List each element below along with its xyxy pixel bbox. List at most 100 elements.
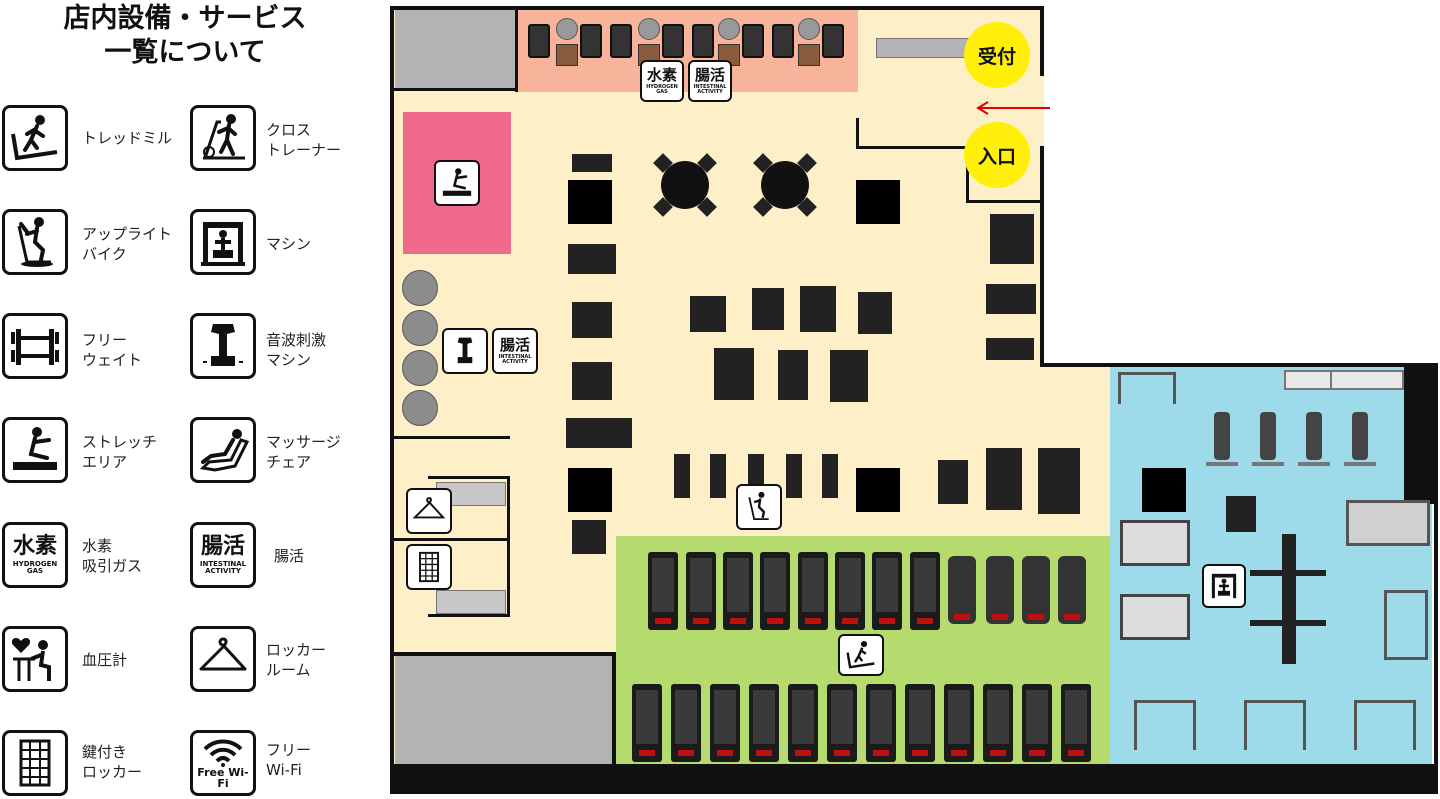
locked-locker-icon bbox=[2, 730, 68, 796]
map-machine-badge bbox=[1202, 564, 1246, 608]
intestinal-badge-main: 腸活 bbox=[200, 533, 245, 559]
stretch-area-icon bbox=[442, 168, 472, 196]
wall-far-right bbox=[1434, 363, 1438, 765]
wifi-icon: Free Wi-Fi bbox=[190, 730, 256, 796]
cross-trainer-icon bbox=[190, 105, 256, 171]
cross-trainer bbox=[1022, 556, 1050, 624]
pillar-right bbox=[1404, 366, 1436, 504]
free-weight-icon bbox=[2, 313, 68, 379]
treadmill bbox=[671, 684, 701, 762]
massage-chair-icon bbox=[190, 417, 256, 483]
massage-chair bbox=[580, 24, 602, 58]
wall-locker-mid bbox=[394, 538, 510, 541]
pillar bbox=[856, 468, 900, 512]
squat-rack bbox=[1244, 700, 1306, 750]
entrance-arrow-icon bbox=[976, 101, 1050, 115]
map-sonic-badge bbox=[442, 328, 488, 374]
reception-counter bbox=[876, 38, 970, 58]
map-hydrogen-main: 水素 bbox=[646, 65, 677, 84]
legend-label-stretch-area: ストレッチ エリア bbox=[82, 433, 158, 471]
hydrogen-gas-icon: 水素 HYDROGEN GAS bbox=[2, 522, 68, 588]
treadmill bbox=[910, 552, 940, 630]
wall-storage-bottom-t bbox=[394, 652, 615, 656]
wall-locker-b bbox=[507, 476, 510, 616]
wall-bottom bbox=[390, 764, 1438, 794]
strength-machine bbox=[990, 214, 1034, 264]
strength-machine bbox=[572, 154, 612, 172]
wall-storage-top-r bbox=[515, 8, 518, 92]
weight-stack bbox=[1344, 412, 1376, 466]
map-hydrogen-badge: 水素 HYDROGEN GAS bbox=[640, 60, 684, 102]
treadmill bbox=[798, 552, 828, 630]
strength-machine bbox=[986, 284, 1036, 314]
strength-machine bbox=[752, 288, 784, 330]
map-intestinal-badge-2: 腸活 INTESTINAL ACTIVITY bbox=[492, 328, 538, 374]
reception-marker: 受付 bbox=[964, 22, 1030, 88]
upright-bike bbox=[822, 454, 838, 498]
strength-machine bbox=[566, 418, 632, 448]
map-locker-room-badge bbox=[406, 488, 452, 534]
strength-machine bbox=[938, 460, 968, 504]
stool bbox=[638, 18, 660, 40]
map-intestinal-sub2-2: ACTIVITY bbox=[502, 358, 528, 365]
upright-bike-icon bbox=[748, 491, 769, 521]
treadmill bbox=[632, 684, 662, 762]
wifi-badge-text: Free Wi-Fi bbox=[197, 766, 249, 790]
side-table bbox=[556, 44, 578, 66]
pillar bbox=[568, 180, 612, 224]
weight-stack bbox=[1206, 412, 1238, 466]
machine-icon bbox=[1211, 573, 1237, 599]
upright-bike bbox=[710, 454, 726, 498]
cross-trainer bbox=[948, 556, 976, 624]
upright-bike-icon bbox=[2, 209, 68, 275]
power-rack bbox=[1120, 594, 1190, 640]
strength-machine bbox=[858, 292, 892, 334]
locked-locker-icon bbox=[419, 551, 439, 583]
sonic-vibration-machine-icon bbox=[190, 313, 256, 379]
treadmill bbox=[827, 684, 857, 762]
entrance-marker: 入口 bbox=[964, 122, 1030, 188]
wall-locker-c bbox=[428, 614, 510, 617]
map-intestinal-sub2: ACTIVITY bbox=[697, 88, 723, 95]
wall-left bbox=[390, 6, 394, 766]
round-pad bbox=[402, 310, 438, 346]
legend-label-massage-chair: マッサージ チェア bbox=[266, 433, 341, 471]
hydrogen-gas-badge-sub: HYDROGEN GAS bbox=[12, 559, 58, 575]
stool bbox=[718, 18, 740, 40]
pillar bbox=[568, 468, 612, 512]
wall-locker-a bbox=[428, 476, 510, 479]
strength-machine bbox=[986, 338, 1034, 360]
map-bike-badge bbox=[736, 484, 782, 530]
stretch-area-icon bbox=[2, 417, 68, 483]
stool bbox=[798, 18, 820, 40]
strength-machine bbox=[1226, 496, 1256, 532]
legend-label-machine: マシン bbox=[266, 235, 312, 253]
treadmill bbox=[1061, 684, 1091, 762]
wall-reception-b bbox=[856, 146, 966, 149]
treadmill bbox=[710, 684, 740, 762]
strength-machine bbox=[714, 348, 754, 400]
weight-stack bbox=[1252, 412, 1284, 466]
locker-bench bbox=[436, 590, 506, 614]
treadmill bbox=[872, 552, 902, 630]
barbell bbox=[1250, 570, 1326, 576]
wall-reception-a bbox=[856, 118, 859, 148]
treadmill bbox=[983, 684, 1013, 762]
treadmill bbox=[760, 552, 790, 630]
legend-title-line2: 一覧について bbox=[104, 37, 266, 68]
intestinal-activity-icon: 腸活 INTESTINAL ACTIVITY bbox=[190, 522, 256, 588]
treadmill bbox=[686, 552, 716, 630]
treadmill-icon bbox=[846, 641, 875, 669]
strength-machine bbox=[986, 448, 1022, 510]
wall-right-upper bbox=[1040, 6, 1044, 76]
strength-machine bbox=[800, 286, 836, 332]
storage-room-bottom bbox=[395, 656, 615, 764]
barbell bbox=[1250, 620, 1326, 626]
massage-chair bbox=[742, 24, 764, 58]
treadmill bbox=[866, 684, 896, 762]
wall-right-mid bbox=[1040, 146, 1044, 366]
legend-label-cross-trainer: クロス トレーナー bbox=[266, 121, 342, 159]
cross-trainer bbox=[1058, 556, 1086, 624]
massage-chair bbox=[528, 24, 550, 58]
round-pad bbox=[402, 270, 438, 306]
